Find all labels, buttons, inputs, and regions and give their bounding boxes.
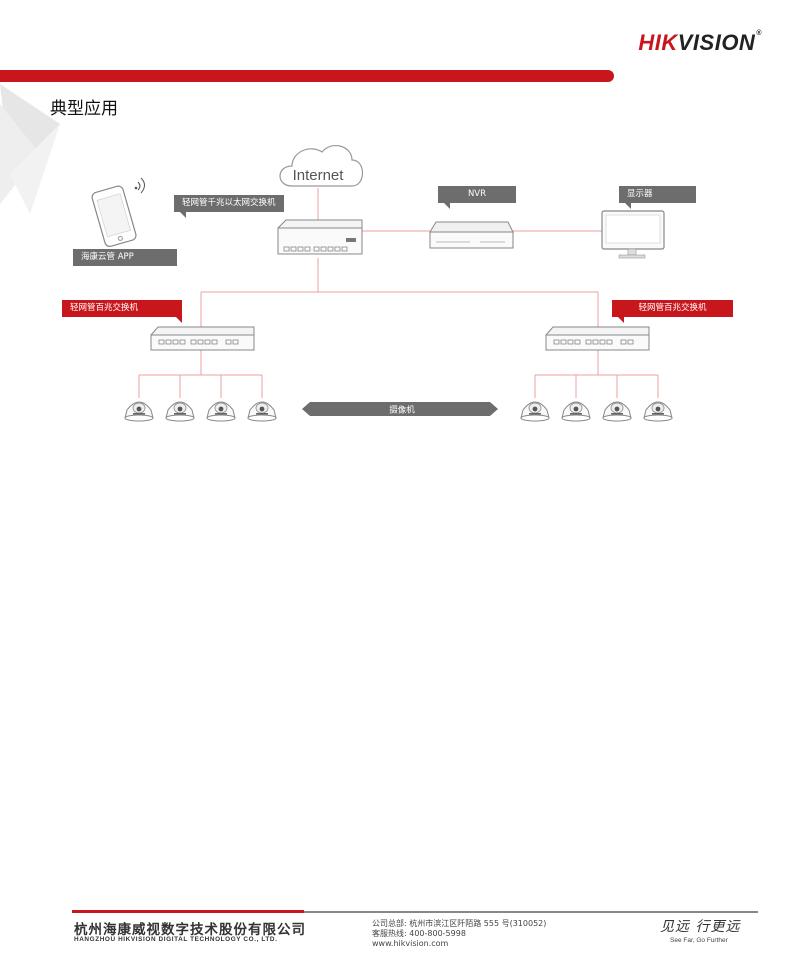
right-switch-label: 轻网管百兆交换机	[638, 303, 707, 313]
logo-registered-mark: ®	[756, 30, 762, 37]
camera-icon	[602, 401, 632, 422]
logo-brand-text: HIK	[638, 30, 678, 55]
camera-icon	[561, 401, 591, 422]
main-switch-icon	[277, 219, 363, 255]
hikvision-logo: HIKVISION®	[638, 30, 762, 56]
monitor-label: 显示器	[627, 189, 653, 199]
footer-hotline: 客服热线: 400-800-5998	[372, 929, 466, 938]
camera-icon	[520, 401, 550, 422]
right-switch-tag: 轻网管百兆交换机	[612, 300, 733, 323]
footer-slogan-cn: 见远 行更远	[660, 919, 741, 935]
footer-gray-line	[304, 911, 758, 913]
nvr-tag: NVR	[438, 186, 516, 209]
footer-website[interactable]: www.hikvision.com	[372, 939, 449, 948]
phone-icon	[91, 185, 137, 248]
logo-rest-text: VISION	[677, 30, 756, 55]
monitor-tag: 显示器	[619, 186, 696, 209]
tag-pointer	[444, 203, 450, 209]
footer-company-cn: 杭州海康威视数字技术股份有限公司	[74, 922, 306, 938]
nvr-label: NVR	[467, 189, 487, 199]
camera-icon	[247, 401, 277, 422]
footer-company-en: HANGZHOU HIKVISION DIGITAL TECHNOLOGY CO…	[74, 936, 278, 943]
decorative-shards	[0, 84, 60, 214]
camera-icon	[165, 401, 195, 422]
connection-lines	[138, 188, 659, 398]
footer-red-line	[72, 910, 304, 913]
footer-contact: 公司总部: 杭州市滨江区阡陌路 555 号(310052) 客服热线: 400-…	[372, 919, 546, 949]
internet-cloud-icon	[279, 144, 364, 187]
footer-address: 公司总部: 杭州市滨江区阡陌路 555 号(310052)	[372, 919, 547, 928]
tag-pointer	[625, 203, 631, 209]
camera-label: 摄像机	[389, 405, 415, 416]
footer-slogan-en: See Far, Go Further	[670, 937, 728, 944]
left-switch-icon	[150, 326, 255, 351]
left-switch-tag: 轻网管百兆交换机	[62, 300, 182, 323]
tag-pointer	[618, 317, 624, 323]
tag-pointer	[176, 317, 182, 323]
left-switch-label: 轻网管百兆交换机	[70, 303, 139, 313]
internet-label: Internet	[293, 167, 345, 184]
app-label: 海康云管 APP	[81, 252, 134, 262]
header-red-bar	[0, 70, 614, 82]
app-tag: 海康云管 APP	[73, 249, 177, 266]
network-diagram: Internet	[91, 144, 673, 422]
main-switch-label: 轻网管千兆以太网交换机	[182, 198, 276, 208]
camera-icon	[643, 401, 673, 422]
monitor-icon	[601, 210, 665, 259]
nvr-icon	[429, 221, 514, 249]
tag-pointer	[180, 212, 186, 218]
right-switch-icon	[545, 326, 650, 351]
page-title: 典型应用	[50, 99, 118, 119]
wifi-signal-icon	[134, 177, 145, 194]
camera-double-arrow	[302, 402, 498, 416]
main-switch-tag: 轻网管千兆以太网交换机	[174, 195, 284, 218]
camera-icon	[206, 401, 236, 422]
camera-icon	[124, 401, 154, 422]
